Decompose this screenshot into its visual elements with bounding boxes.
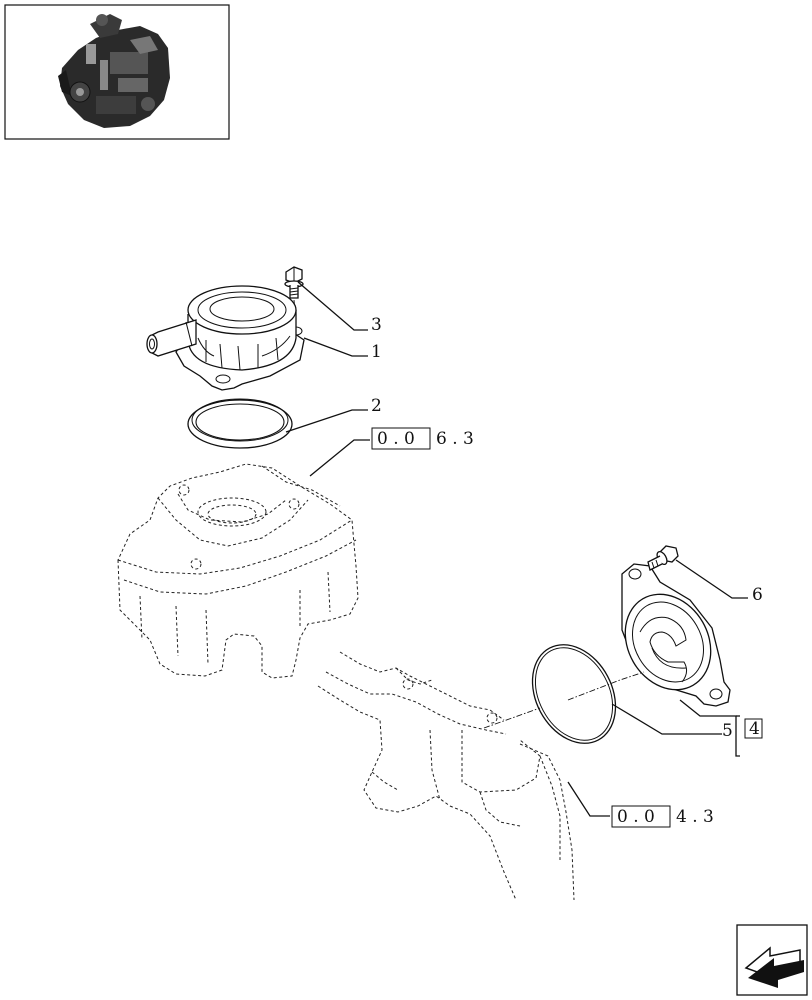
- bolt-part-6: [647, 545, 679, 571]
- reference-top-rest: 6 . 3: [436, 429, 474, 449]
- reference-top-boxed: 0 . 0: [377, 429, 415, 449]
- engine-thumbnail[interactable]: [4, 4, 230, 140]
- quantity-box: 4: [744, 718, 763, 739]
- quantity-value: 4: [749, 719, 760, 739]
- cover-plate-part-4: [621, 563, 731, 707]
- reference-bottom-boxed: 0 . 0: [617, 807, 655, 827]
- assembly-axis-line: [483, 671, 645, 729]
- reference-link-bottom[interactable]: 0 . 0 4 . 3: [611, 805, 714, 828]
- engine-block-outline-upper: [117, 463, 359, 679]
- callout-6: 6: [752, 585, 763, 605]
- engine-icon: [58, 14, 170, 128]
- bolt-part-3: [284, 266, 304, 323]
- cover-housing-part-1: [146, 285, 305, 391]
- next-page-arrow-icon: [744, 946, 804, 988]
- next-page-button[interactable]: [736, 924, 808, 996]
- o-ring-part-5: [531, 644, 617, 744]
- gasket-ring-part-2: [187, 398, 293, 449]
- engine-block-outline-lower: [317, 651, 575, 901]
- callout-5: 5: [722, 721, 733, 741]
- reference-link-top[interactable]: 0 . 0 6 . 3: [371, 427, 474, 450]
- callout-1: 1: [371, 342, 382, 362]
- reference-bottom-rest: 4 . 3: [676, 807, 714, 827]
- callout-2: 2: [371, 396, 382, 416]
- callout-3: 3: [371, 315, 382, 335]
- leader-lines: [285, 281, 748, 817]
